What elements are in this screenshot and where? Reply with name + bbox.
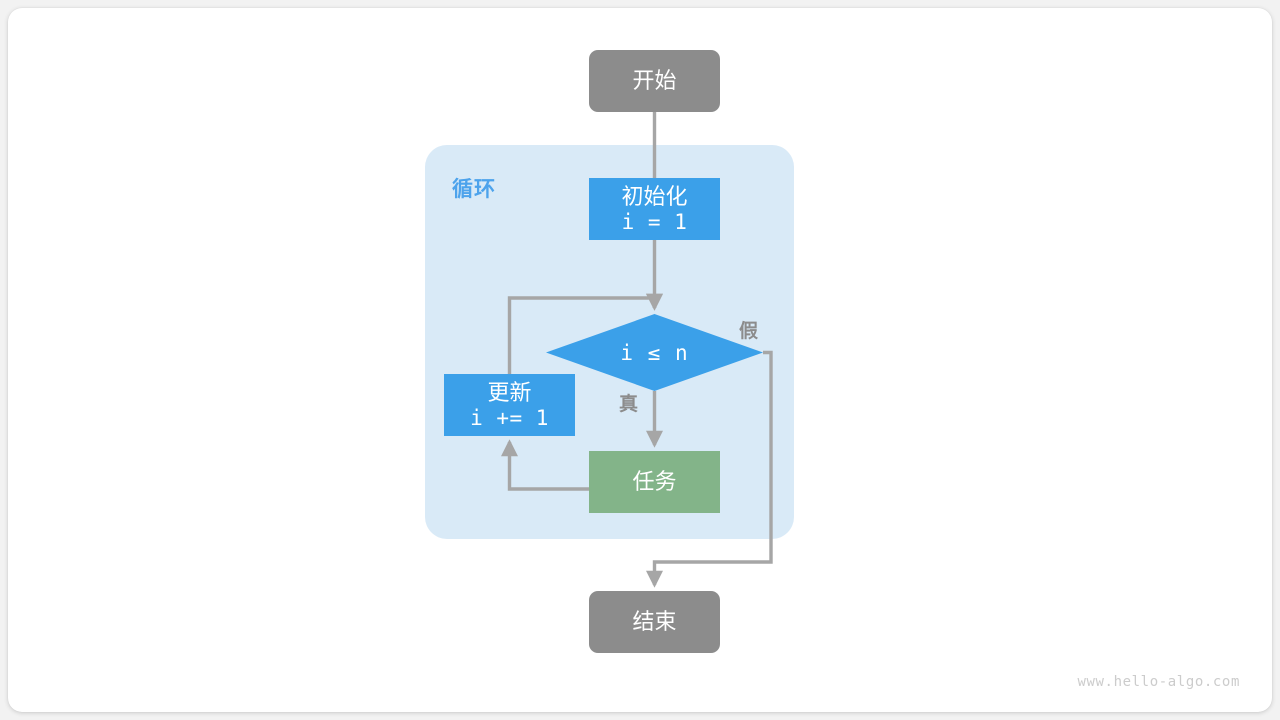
edge-update-to-decision [507, 293, 663, 374]
edge-layer [501, 112, 773, 588]
node-decision-condition: i ≤ n [620, 340, 689, 365]
node-start-label: 开始 [632, 68, 677, 94]
node-update-expression: i += 1 [470, 405, 549, 430]
node-init[interactable]: 初始化 i = 1 [589, 178, 720, 240]
node-update[interactable]: 更新 i += 1 [444, 374, 575, 436]
edge-task-to-update [501, 439, 589, 491]
loop-container-label: 循环 [452, 178, 496, 201]
node-end[interactable]: 结束 [589, 591, 720, 653]
node-update-title: 更新 [487, 379, 532, 405]
watermark: www.hello-algo.com [1077, 674, 1240, 690]
edge-decision-to-end [646, 350, 773, 588]
node-init-expression: i = 1 [621, 209, 688, 234]
flowchart-diagram: 循环 [8, 8, 1272, 712]
edge-label-false: 假 [739, 321, 759, 342]
node-decision[interactable]: i ≤ n [546, 314, 763, 391]
node-end-label: 结束 [632, 609, 677, 635]
diagram-card: 循环 [8, 8, 1272, 712]
node-task-label: 任务 [632, 469, 677, 495]
node-start[interactable]: 开始 [589, 50, 720, 112]
node-task[interactable]: 任务 [589, 451, 720, 513]
node-init-title: 初始化 [621, 183, 688, 209]
edge-label-true: 真 [619, 394, 639, 415]
